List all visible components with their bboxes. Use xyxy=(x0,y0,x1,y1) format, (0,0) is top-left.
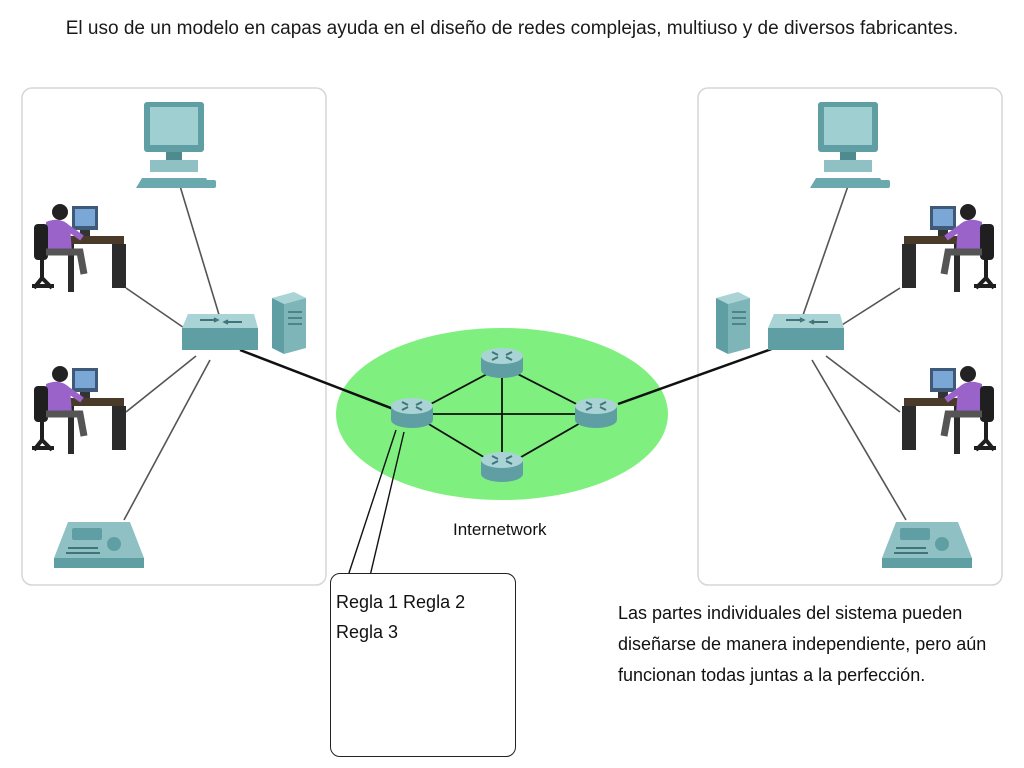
rules-text-line-2: Regla 3 xyxy=(336,622,399,642)
left-wan-link xyxy=(239,348,397,412)
left-panel-links xyxy=(123,185,221,521)
right-panel-links xyxy=(801,185,907,521)
caption-text: Las partes individuales del sistema pued… xyxy=(618,603,987,685)
rules-callout-box xyxy=(330,573,516,757)
switch-icon xyxy=(767,313,845,351)
diagram-heading: El uso de un modelo en capas ayuda en el… xyxy=(65,18,959,39)
server-icon xyxy=(715,291,751,355)
router-icon xyxy=(480,451,524,483)
server-icon xyxy=(271,291,307,355)
internetwork-label: Internetwork xyxy=(453,520,547,539)
switch-icon xyxy=(181,313,259,351)
router-icon xyxy=(390,397,434,429)
right-network-panel xyxy=(697,87,1003,586)
ip-phone-icon xyxy=(881,521,973,569)
router-icon xyxy=(480,347,524,379)
rules-text-line-1: Regla 1 Regla 2 xyxy=(336,592,466,612)
rules-callout-lines xyxy=(347,429,405,577)
ip-phone-icon xyxy=(53,521,145,569)
right-wan-link xyxy=(617,344,781,406)
router-icon xyxy=(574,397,618,429)
